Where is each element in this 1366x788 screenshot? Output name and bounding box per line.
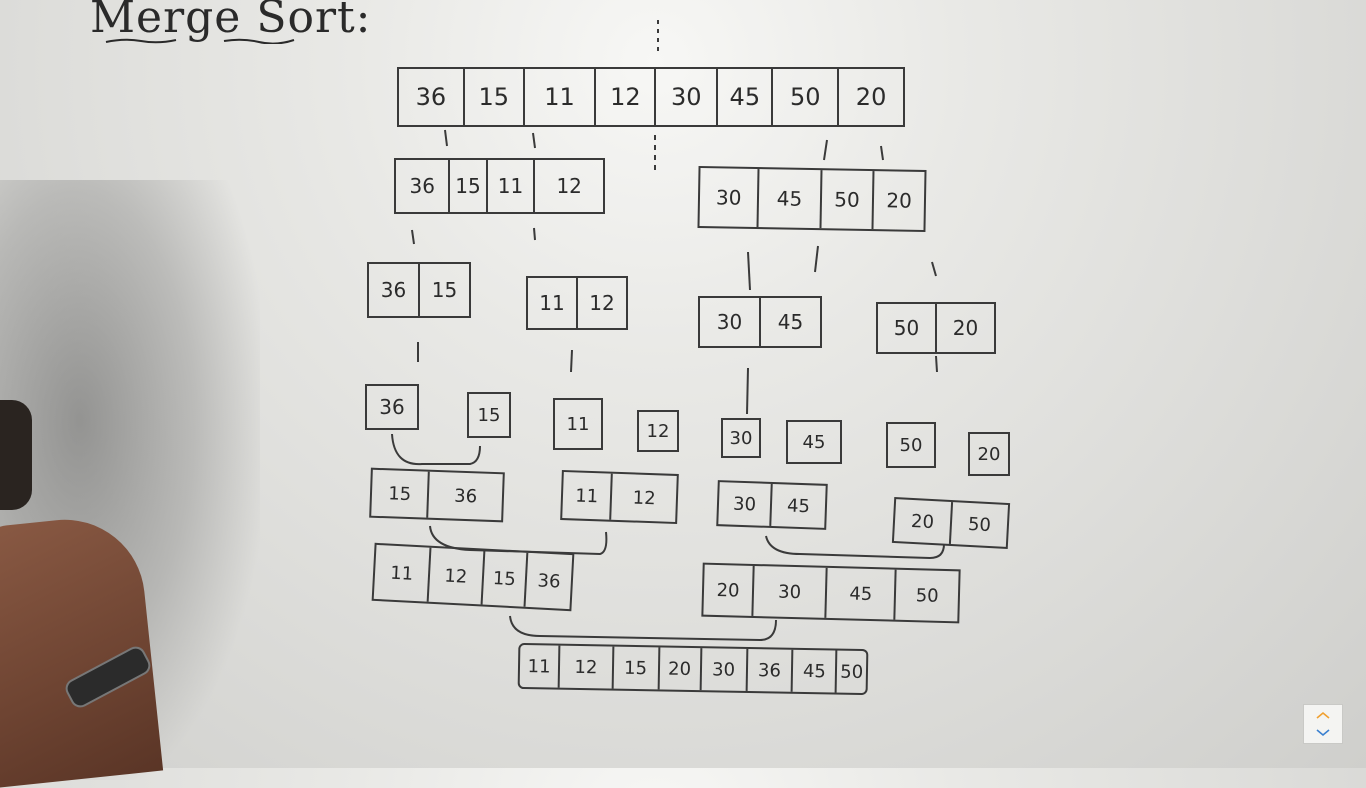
array-cell: 15	[477, 404, 501, 426]
array-sorted: 11 12 15 20 30 36 45 50	[517, 642, 869, 696]
array-cell: 11	[525, 69, 597, 125]
array-cell: 45	[786, 495, 811, 517]
array-cell: 20	[952, 316, 979, 340]
array-cell: 11	[566, 413, 590, 435]
array-cell: 12	[559, 645, 615, 689]
array-cell: 30	[701, 648, 748, 691]
array-merge1-a: 15 36	[369, 467, 505, 523]
array-cell: 20	[855, 83, 887, 111]
array-split2-c: 30 45	[698, 296, 822, 348]
channel-logo	[1303, 704, 1343, 744]
array-single: 36	[365, 384, 419, 430]
array-cell: 36	[399, 69, 465, 125]
array-merge2-left: 11 12 15 36	[371, 542, 575, 612]
array-merge1-b: 11 12	[560, 469, 679, 525]
array-cell: 20	[659, 647, 702, 691]
diagram-connectors	[391, 20, 945, 642]
array-cell: 45	[718, 69, 774, 125]
array-cell: 15	[431, 278, 458, 302]
array-cell: 20	[893, 499, 954, 545]
array-cell: 15	[613, 646, 660, 690]
array-single: 30	[721, 418, 761, 458]
array-cell: 36	[453, 485, 478, 507]
array-single: 20	[968, 432, 1010, 476]
array-cell: 30	[700, 298, 761, 346]
array-split1-left: 36 15 11 12	[394, 158, 605, 214]
array-merge1-c: 30 45	[716, 480, 828, 530]
array-cell: 30	[656, 69, 719, 125]
array-cell: 36	[369, 264, 420, 316]
array-single: 45	[786, 420, 842, 464]
array-cell: 12	[589, 291, 615, 315]
array-cell: 20	[703, 564, 755, 616]
array-cell: 50	[878, 304, 937, 352]
array-cell: 15	[465, 69, 525, 125]
array-single: 50	[886, 422, 936, 468]
array-cell: 50	[773, 69, 840, 125]
title-underline	[105, 38, 177, 44]
array-cell: 50	[915, 584, 939, 607]
array-cell: 45	[826, 567, 898, 620]
array-cell: 50	[967, 513, 992, 536]
array-cell: 11	[528, 278, 578, 328]
array-cell: 45	[758, 169, 823, 229]
logo-mark-icon	[1316, 711, 1330, 737]
array-cell: 50	[821, 170, 875, 230]
array-cell: 30	[729, 427, 753, 449]
array-cell: 11	[562, 472, 614, 520]
array-single: 11	[553, 398, 603, 450]
array-split2-b: 11 12	[526, 276, 628, 330]
array-split2-a: 36 15	[367, 262, 471, 318]
array-cell: 50	[840, 661, 864, 683]
array-cell: 15	[371, 469, 431, 518]
array-cell: 11	[373, 544, 432, 602]
array-split1-right: 30 45 50 20	[697, 166, 927, 232]
array-cell: 11	[519, 644, 561, 688]
presenter-clothing	[0, 400, 32, 510]
array-cell: 36	[396, 160, 451, 212]
array-cell: 30	[699, 168, 760, 228]
array-cell: 50	[899, 434, 923, 456]
array-merge1-d: 20 50	[891, 496, 1011, 550]
array-cell: 20	[886, 188, 913, 213]
title-underline	[223, 38, 295, 44]
page-title: Merge Sort:	[90, 0, 372, 43]
array-cell: 45	[802, 431, 826, 453]
array-cell: 12	[646, 420, 670, 442]
array-cell: 12	[428, 547, 485, 605]
array-cell: 15	[450, 160, 488, 212]
array-cell: 12	[556, 174, 582, 198]
array-single: 12	[637, 410, 679, 452]
array-cell: 15	[482, 550, 529, 607]
array-cell: 36	[379, 395, 405, 419]
array-single: 15	[467, 392, 511, 438]
array-cell: 45	[793, 649, 838, 693]
array-cell: 45	[777, 310, 804, 334]
array-cell: 11	[488, 160, 536, 212]
array-cell: 36	[747, 648, 794, 692]
array-cell: 36	[537, 569, 562, 593]
array-cell: 30	[718, 482, 773, 526]
array-split2-d: 50 20	[876, 302, 996, 354]
array-cell: 20	[977, 443, 1001, 465]
array-cell: 12	[632, 486, 657, 509]
array-original: 36 15 11 12 30 45 50 20	[397, 67, 905, 127]
array-cell: 12	[596, 69, 657, 125]
array-cell: 30	[753, 565, 828, 618]
array-merge2-right: 20 30 45 50	[701, 562, 961, 624]
